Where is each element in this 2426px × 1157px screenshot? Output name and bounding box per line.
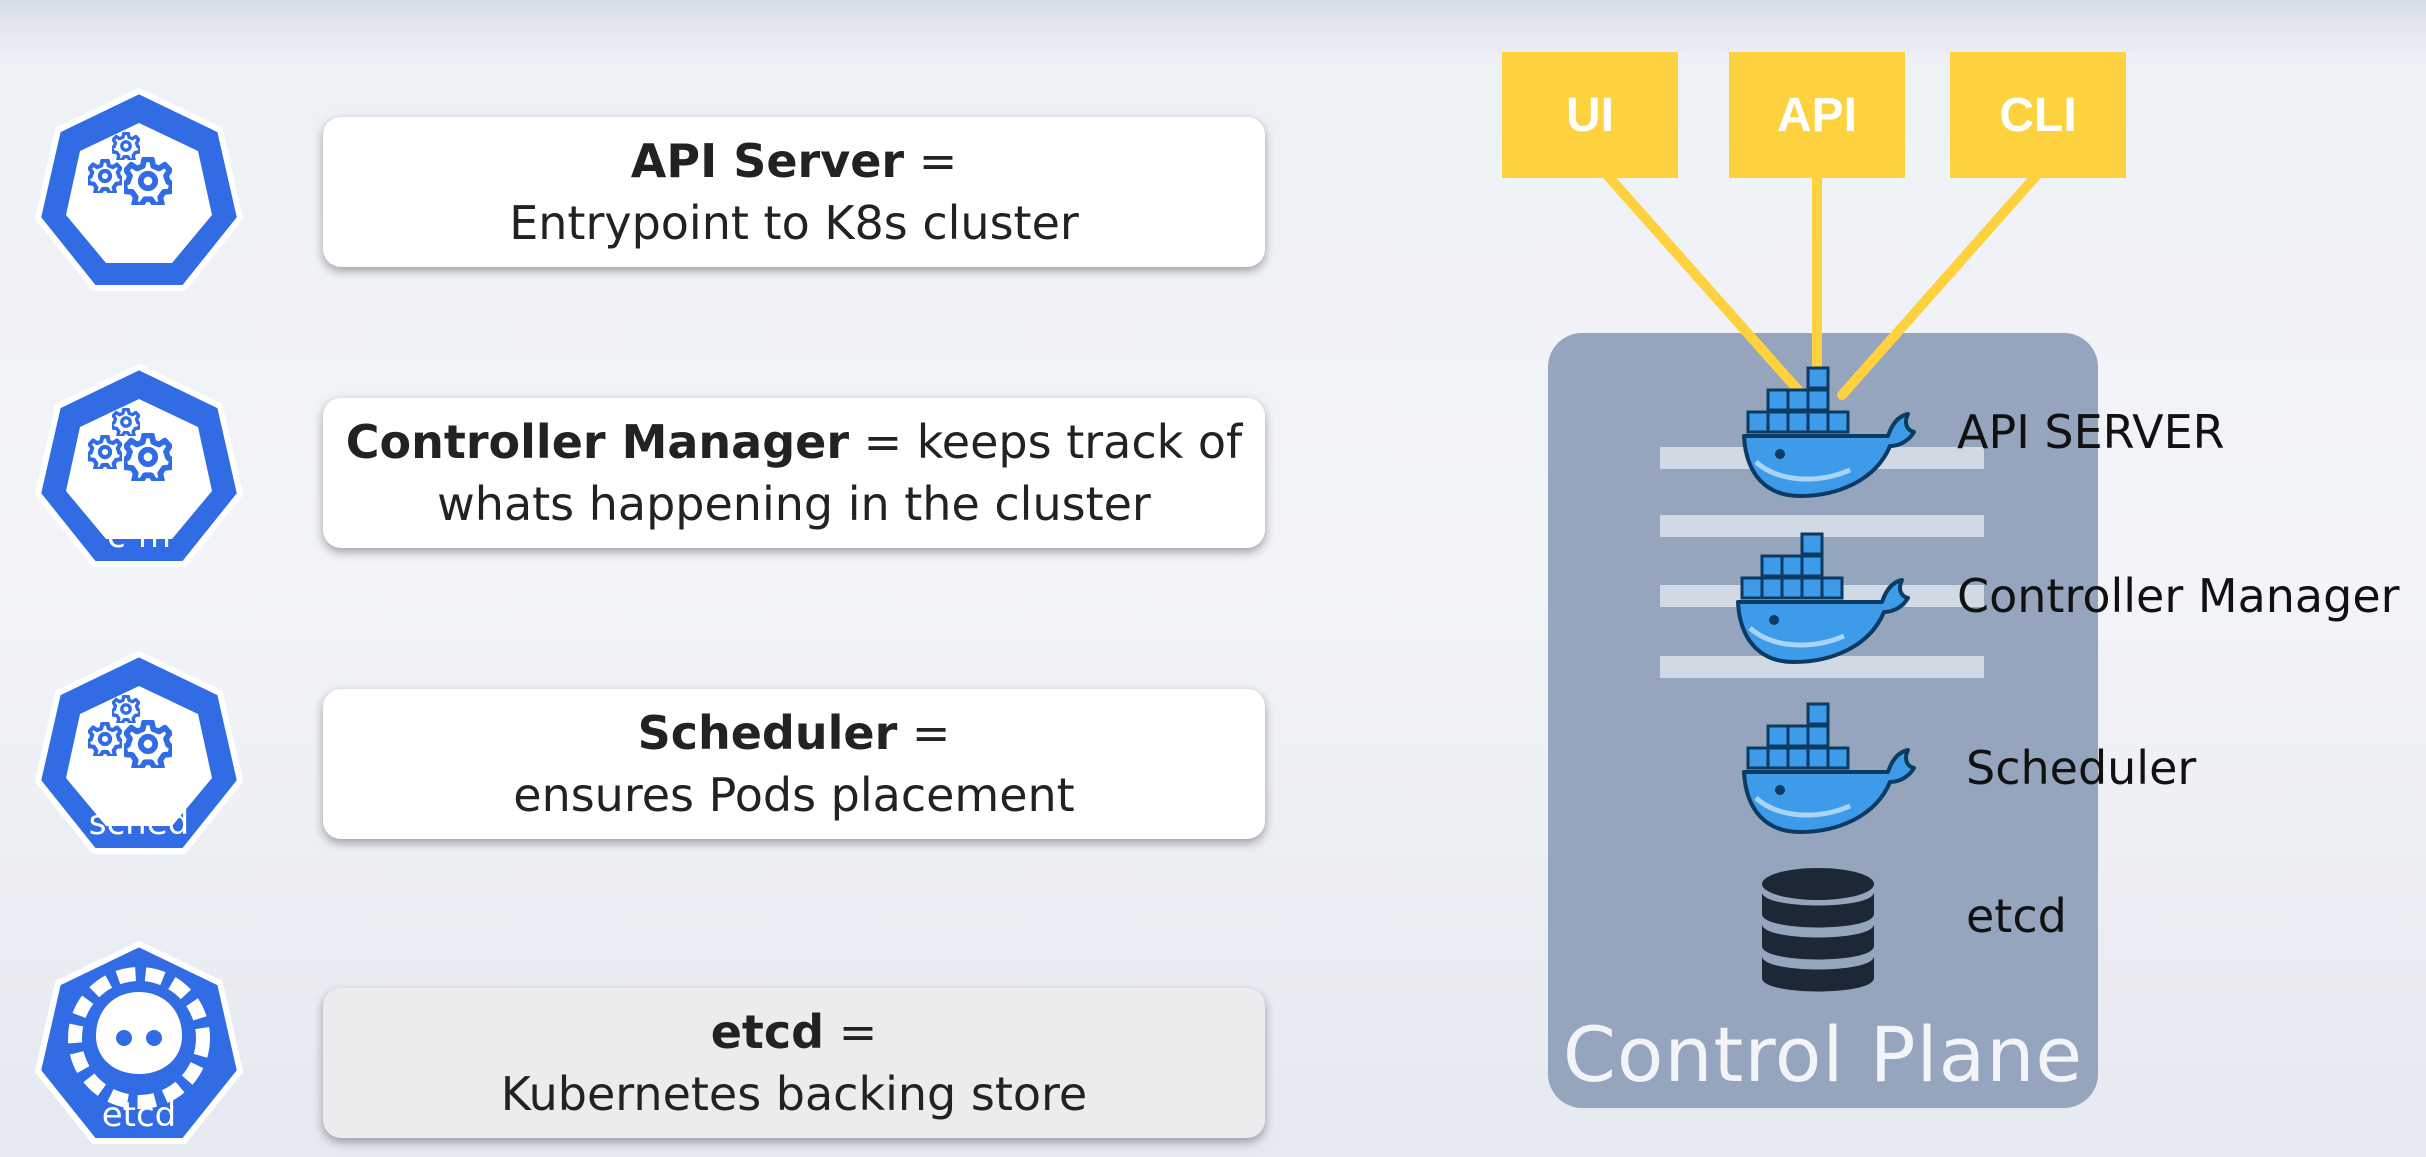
controller-manager-separator: = keeps track of (849, 415, 1243, 469)
etcd-title: etcd (710, 1005, 825, 1059)
scheduler-separator: = (897, 706, 951, 760)
sched-badge-label: sched (89, 803, 189, 843)
docker-whale-icon (1738, 362, 1918, 502)
control-plane-title: Control Plane (1562, 1010, 2084, 1099)
scheduler-card: Scheduler = ensures Pods placement (323, 689, 1265, 839)
cli-connector (1837, 171, 2041, 400)
api-server-separator: = (904, 134, 958, 188)
scheduler-description: ensures Pods placement (513, 768, 1075, 822)
etcd-icon: etcd (35, 941, 243, 1144)
controller-manager-card: Controller Manager = keeps track of what… (323, 398, 1265, 548)
api-server-title: API Server (630, 134, 905, 188)
ui-client-label: UI (1566, 88, 1614, 142)
kubernetes-scheduler-icon: sched (35, 651, 243, 854)
controller-manager-description: whats happening in the cluster (437, 477, 1151, 531)
cli-client-box: CLI (1950, 52, 2126, 178)
etcd-label: etcd (1966, 889, 2067, 943)
etcd-separator: = (824, 1005, 878, 1059)
c-m-badge-label: c-m (107, 516, 171, 556)
api-server-card: API Server = Entrypoint to K8s cluster (323, 117, 1265, 267)
scheduler-label: Scheduler (1966, 741, 2197, 795)
panel-stripe (1660, 515, 1984, 537)
docker-whale-icon (1738, 698, 1918, 838)
api-server-description: Entrypoint to K8s cluster (509, 196, 1079, 250)
panel-stripe (1660, 656, 1984, 678)
cli-client-label: CLI (1999, 88, 2077, 142)
database-icon (1762, 868, 1874, 992)
docker-whale-icon (1732, 528, 1912, 668)
ui-connector (1603, 171, 1803, 395)
etcd-card: etcd = Kubernetes backing store (323, 988, 1265, 1138)
api-badge-label: api (113, 220, 165, 260)
api-server-label: API SERVER (1957, 405, 2225, 459)
kubernetes-api-icon: api (35, 88, 243, 291)
api-client-box: API (1729, 52, 1905, 178)
controller-manager-title: Controller Manager (345, 415, 850, 469)
controller-manager-label: Controller Manager (1957, 569, 2400, 623)
kubernetes-controller-manager-icon: c-m (35, 364, 243, 567)
scheduler-title: Scheduler (637, 706, 898, 760)
etcd-badge-label: etcd (102, 1095, 177, 1135)
etcd-description: Kubernetes backing store (500, 1067, 1088, 1121)
api-client-label: API (1776, 88, 1857, 142)
ui-client-box: UI (1502, 52, 1678, 178)
